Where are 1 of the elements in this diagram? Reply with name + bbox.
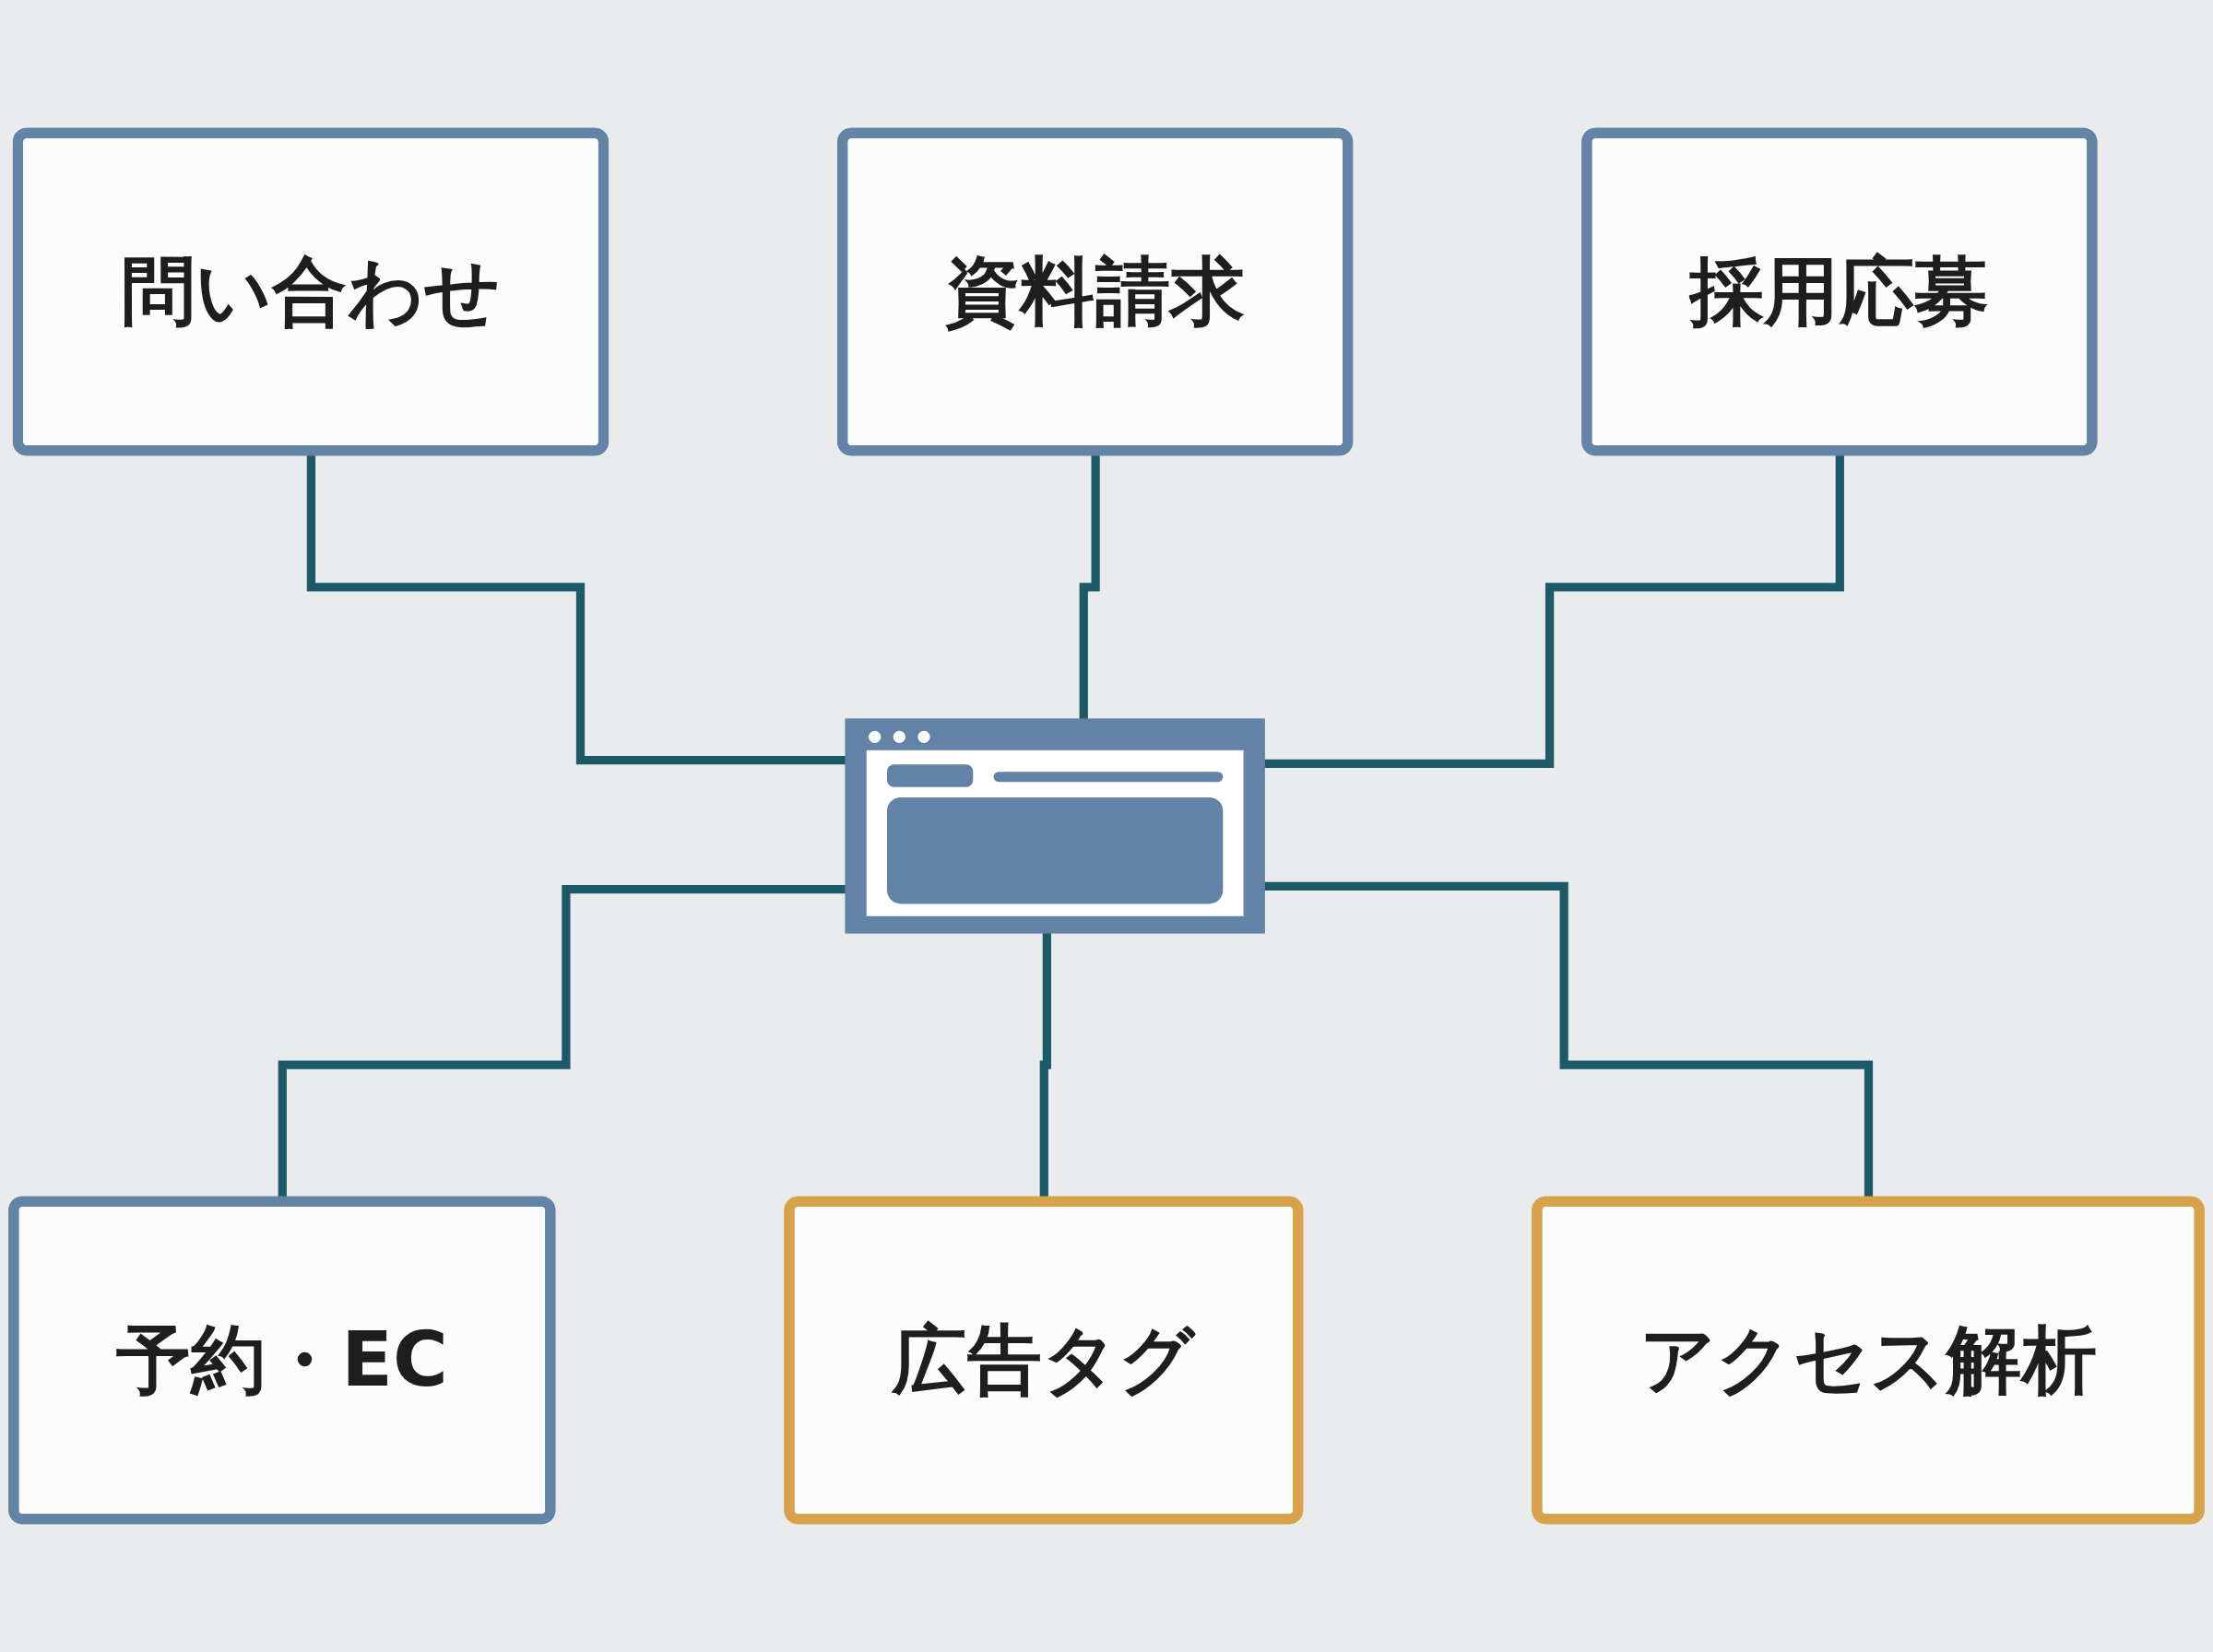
node-picture [845, 718, 1265, 934]
